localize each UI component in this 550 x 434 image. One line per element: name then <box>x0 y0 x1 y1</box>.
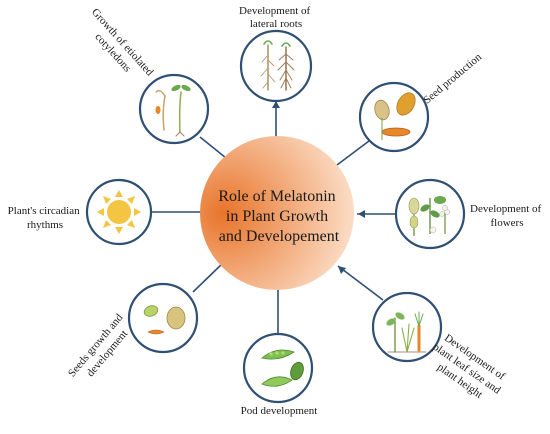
node-ring-seed-production <box>358 81 430 153</box>
seedlings-icon <box>155 84 191 137</box>
node-ring-pod <box>242 332 314 404</box>
center-node: Role of Melatonin in Plant Growth and De… <box>200 136 354 290</box>
connector-seed-production <box>332 140 370 169</box>
connector-cotyledons <box>199 136 227 159</box>
node-ring-leaf-size <box>371 291 443 363</box>
pea-pods-icon <box>261 349 304 387</box>
flowers-icon <box>408 196 450 236</box>
label-cotyledons: Growth of etiolated cotyledons <box>79 6 158 89</box>
label-circadian: Plant's circadian rhythms <box>8 205 83 231</box>
node-leaf-size: Development of plant leaf size and plant… <box>371 291 512 410</box>
node-ring-cotyledons <box>138 73 210 145</box>
label-line: lateral roots <box>250 18 302 30</box>
seeds-pods-icon <box>374 92 416 140</box>
seeds-icon <box>143 305 186 335</box>
connector-seeds-growth <box>192 261 225 293</box>
label-line: Development of <box>239 5 311 17</box>
node-seeds-growth: Seeds growth and development <box>66 282 199 389</box>
label-lateral-roots: Development of lateral roots <box>239 5 313 30</box>
arrowheads <box>272 101 365 274</box>
label-pod: Pod development <box>241 405 318 417</box>
center-title-line-1: Role of Melatonin <box>218 188 335 205</box>
label-line: rhythms <box>27 219 63 231</box>
node-circadian: Plant's circadian rhythms <box>8 178 153 246</box>
node-pod: Pod development <box>241 332 318 417</box>
center-title-line-2: in Plant Growth <box>226 208 328 225</box>
node-seed-production: Seed production <box>358 51 484 153</box>
sun-icon <box>97 190 141 234</box>
center-circle <box>200 136 354 290</box>
label-line: Seed production <box>421 51 484 107</box>
arrow-lateral-roots <box>272 101 280 108</box>
plants-icon <box>386 311 427 353</box>
arrow-leaf-size <box>338 266 346 274</box>
center-title: Role of Melatonin in Plant Growth and De… <box>218 188 339 245</box>
label-line: flowers <box>491 217 524 229</box>
node-lateral-roots: Development of lateral roots <box>239 5 313 103</box>
label-seeds-growth: Seeds growth and development <box>66 310 138 389</box>
label-seed-production: Seed production <box>421 51 484 107</box>
node-flowers: Development of flowers <box>394 178 544 250</box>
roots-icon <box>260 40 295 91</box>
label-flowers: Development of flowers <box>470 203 544 229</box>
arrow-flowers <box>358 210 365 218</box>
label-line: Plant's circadian <box>8 205 80 217</box>
center-title-line-3: and Developement <box>219 228 340 245</box>
node-ring-lateral-roots <box>239 29 313 103</box>
connector-leaf-size <box>337 265 384 301</box>
node-ring-seeds-growth <box>127 282 199 354</box>
label-line: Pod development <box>241 405 318 417</box>
label-leaf-size: Development of plant leaf size and plant… <box>422 330 512 410</box>
label-line: Development of <box>470 203 542 215</box>
node-cotyledons: Growth of etiolated cotyledons <box>79 6 210 145</box>
